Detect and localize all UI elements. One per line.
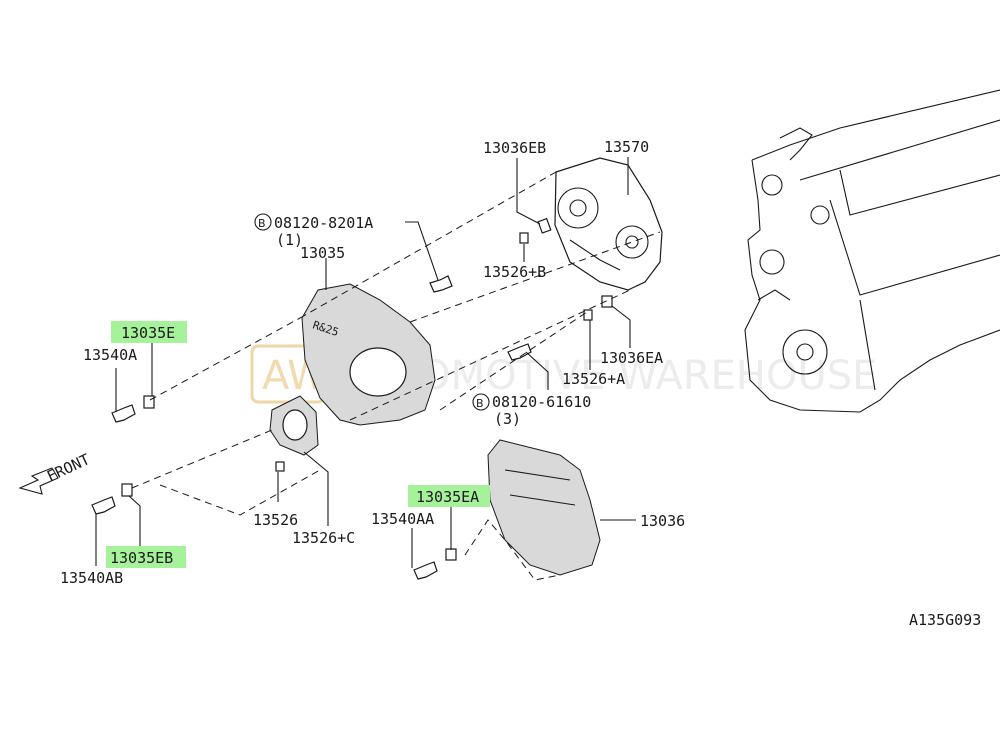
part-13035-front-cover: R&25 [301, 283, 436, 426]
bolt-marker-label: B [258, 217, 266, 230]
label-13540A: 13540A [83, 346, 137, 364]
fastener-13036EA [601, 295, 613, 308]
label-13526: 13526 [253, 511, 298, 529]
label-13540AA: 13540AA [371, 510, 434, 528]
label-13526A: 13526+A [562, 370, 625, 388]
label-13526B: 13526+B [483, 263, 546, 281]
leader-lines [95, 157, 636, 568]
fastener-13036EB [537, 217, 552, 234]
label-bolt-08120-8201A: 08120-8201A [274, 214, 373, 232]
label-13036: 13036 [640, 512, 685, 530]
bolt-13540AA [413, 561, 438, 580]
label-bolt-qty-3: (3) [494, 410, 521, 428]
fastener-13035EA [445, 548, 457, 561]
front-label: FRONT [44, 450, 93, 485]
part-13036-lower-cover [487, 439, 601, 576]
label-13526C: 13526+C [292, 529, 355, 547]
label-bolt-08120-61610: 08120-61610 [492, 393, 591, 411]
bolt-08120-8201A [429, 275, 453, 293]
bolt-08120-61610 [507, 343, 532, 361]
fastener-13035EB [121, 483, 133, 497]
label-bolt-qty-1: (1) [276, 231, 303, 249]
highlight-13035E [111, 321, 187, 343]
bolt-marker-icon [254, 213, 272, 231]
highlight-13035EB [106, 546, 186, 568]
assembly-guides [131, 171, 661, 581]
bolt-13540A [111, 404, 136, 423]
fastener-13526A [583, 309, 593, 321]
bolt-13540AB [91, 496, 116, 515]
front-indicator: FRONT [18, 450, 93, 495]
diagram-code: A135G093 [909, 611, 981, 629]
bolt-marker-label: B [476, 397, 484, 410]
label-13035EA: 13035EA [416, 488, 479, 506]
fastener-13526B [519, 232, 529, 244]
label-13036EB: 13036EB [483, 139, 546, 157]
engine-block-illustration [744, 89, 1000, 413]
front-arrow-icon [18, 467, 59, 495]
dowel-13526 [275, 461, 285, 472]
label-13570: 13570 [604, 138, 649, 156]
label-13036EA: 13036EA [600, 349, 663, 367]
fasteners [91, 217, 613, 580]
label-13035EB: 13035EB [110, 549, 173, 567]
fastener-13035E [143, 395, 155, 409]
part-13526C-plate [269, 395, 319, 456]
part-13570-rear-cover [554, 157, 663, 291]
highlight-13035EA [408, 485, 490, 507]
label-13035E: 13035E [121, 324, 175, 342]
label-13035: 13035 [300, 244, 345, 262]
label-13540AB: 13540AB [60, 569, 123, 587]
bolt-marker-icon [472, 393, 490, 411]
